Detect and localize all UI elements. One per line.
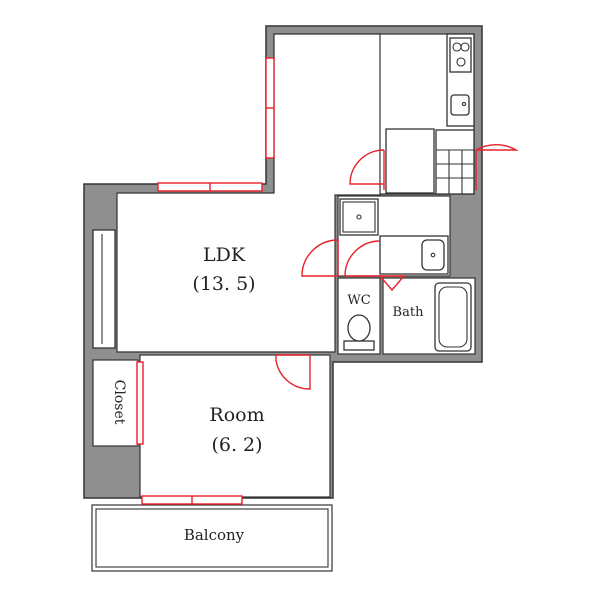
entrance-door <box>475 143 519 190</box>
balcony <box>91 504 333 572</box>
balcony-label: Balcony <box>184 526 245 544</box>
room-size: (6. 2) <box>211 434 262 456</box>
storage-cabinet <box>385 128 435 194</box>
wash-basin-icon <box>421 239 445 271</box>
room-label: Room <box>209 404 264 426</box>
fixtures <box>92 33 475 352</box>
vanity-door <box>344 240 381 277</box>
storage-door <box>349 149 385 190</box>
washroom-door <box>301 239 339 277</box>
ldk-size: (13. 5) <box>192 273 255 295</box>
kitchen-sink-icon <box>450 94 470 116</box>
ldk-label: LDK <box>203 244 246 266</box>
stove-icon <box>449 37 472 73</box>
closet-door <box>136 361 144 445</box>
bathtub-icon <box>434 282 472 352</box>
closet-label: Closet <box>111 380 127 425</box>
toilet-tank <box>343 340 375 351</box>
bath-label: Bath <box>393 305 425 320</box>
bedroom-room <box>139 354 331 498</box>
closet <box>92 359 139 447</box>
shoe-rack <box>435 129 475 195</box>
rooms <box>91 33 476 572</box>
bath-door <box>378 275 406 292</box>
washing-machine-pan <box>339 198 379 236</box>
toilet-icon <box>347 314 371 342</box>
room-door <box>275 354 311 390</box>
doors-and-windows <box>136 57 519 505</box>
ldk-storage-panel <box>92 229 116 349</box>
wc-label: WC <box>347 293 370 308</box>
